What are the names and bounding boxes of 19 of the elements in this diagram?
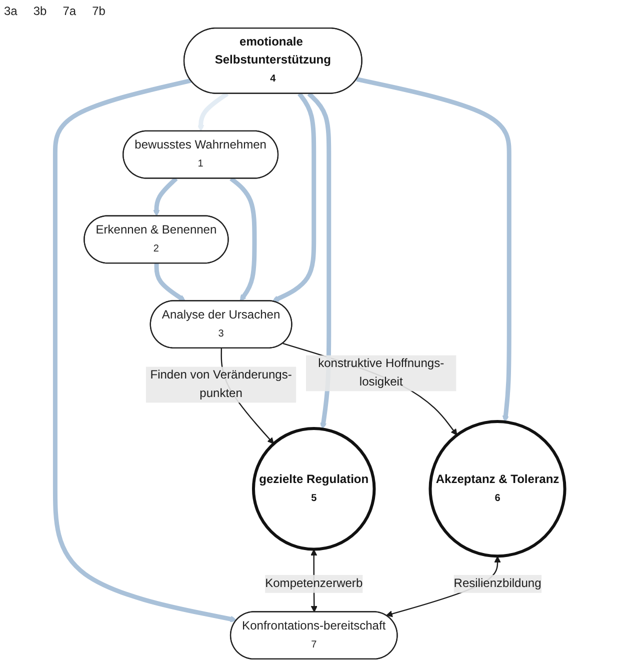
- arrow: [356, 77, 512, 422]
- node-circle: Akzeptanz & Toleranz 6: [428, 420, 566, 558]
- arrow: [307, 92, 332, 430]
- arrow: [52, 78, 237, 622]
- arrow: [272, 92, 316, 302]
- step-number: 3b: [33, 4, 47, 20]
- arrow: [230, 176, 257, 302]
- step-number: 7b: [92, 4, 106, 20]
- edge-label: konstruktive Hoffnungs-losigkeit: [318, 357, 444, 388]
- step-number: 7a: [62, 4, 76, 20]
- edge-label: Resilienzbildung: [454, 577, 542, 590]
- edge-label: Finden von Veränderungs-punkten: [150, 368, 292, 400]
- arrow: [282, 342, 458, 436]
- arrow: [154, 263, 186, 302]
- edge-label: Kompetenzerwerb: [265, 577, 363, 590]
- arrow: [198, 92, 229, 132]
- node-circle: gezielte Regulation 5: [252, 426, 376, 551]
- step-number: 3a: [4, 4, 18, 20]
- arrow: [153, 176, 178, 216]
